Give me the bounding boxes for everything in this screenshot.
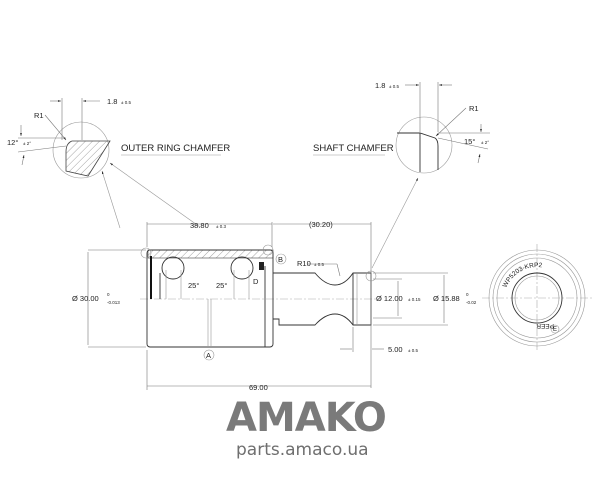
amako-watermark: AMAKO parts.amaco.ua — [226, 395, 387, 460]
marker-d: D — [253, 277, 259, 286]
shaft-chamfer-title: SHAFT CHAMFER — [313, 143, 394, 154]
outer-ring-chamfer-detail: 1.8 ± 0.5 R1 12° ± 2° OUTER RING CHAMFER — [7, 97, 230, 229]
collar-width-dim: 5.00 — [388, 345, 403, 354]
amako-url: parts.amaco.ua — [236, 440, 369, 460]
marker-b: B — [278, 255, 283, 264]
shaft-chamfer-radius: R1 — [469, 104, 479, 113]
shaft-chamfer-detail: 1.8 ± 0.5 R1 15° ± 2° SHAFT CHAMFER — [313, 81, 490, 269]
shaft-chamfer-length: 1.8 — [375, 81, 385, 90]
shaft-chamfer-angle: 15° — [464, 137, 475, 146]
groove-dia-tol: ± 0.15 — [408, 297, 421, 302]
outer-chamfer-length-tol: ± 0.5 — [121, 100, 131, 105]
amako-logo: AMAKO — [226, 395, 386, 441]
shaft-dia-dim: Ø 15.88 — [433, 294, 460, 303]
collar-width-tol: ± 0.5 — [408, 348, 418, 353]
bearing-end-view: WP5203-KRP2 PEER E — [482, 244, 592, 352]
brand-text: PEER — [536, 322, 554, 329]
bearing-side-view: 38.80 ± 0.3 (30.20) 69.00 Ø 30.00 0 -0.0… — [72, 220, 477, 392]
marker-e: E — [553, 327, 557, 333]
outer-dia-tol-lower: -0.013 — [107, 300, 120, 305]
contact-angle-left: 25° — [188, 281, 199, 290]
groove-radius-dim: R10 — [297, 259, 311, 268]
shaft-dia-tol-upper: 0 — [466, 292, 469, 297]
groove-dia-dim: Ø 12.00 — [376, 294, 403, 303]
shaft-dia-tol-lower: -0.02 — [466, 300, 477, 305]
marker-a: A — [206, 351, 211, 360]
ring-length-tol: ± 0.3 — [216, 224, 226, 229]
total-length-dim: 69.00 — [249, 383, 268, 392]
outer-dia-dim: Ø 30.00 — [72, 294, 99, 303]
ring-length-dim: 38.80 — [190, 221, 209, 230]
contact-angle-right: 25° — [216, 281, 227, 290]
outer-dia-tol-upper: 0 — [107, 292, 110, 297]
groove-radius-tol: ± 0.5 — [314, 262, 324, 267]
outer-chamfer-angle-tol: ± 2° — [23, 141, 31, 146]
outer-chamfer-radius: R1 — [34, 111, 44, 120]
seal — [259, 262, 264, 270]
outer-chamfer-length: 1.8 — [107, 97, 117, 106]
outer-chamfer-angle: 12° — [7, 138, 18, 147]
shaft-length-dim: (30.20) — [309, 220, 333, 229]
part-number-text: WP5203-KRP2 — [502, 262, 543, 289]
shaft-chamfer-length-tol: ± 0.5 — [389, 84, 399, 89]
shaft-chamfer-angle-tol: ± 2° — [481, 140, 489, 145]
outer-ring-chamfer-title: OUTER RING CHAMFER — [121, 143, 230, 154]
